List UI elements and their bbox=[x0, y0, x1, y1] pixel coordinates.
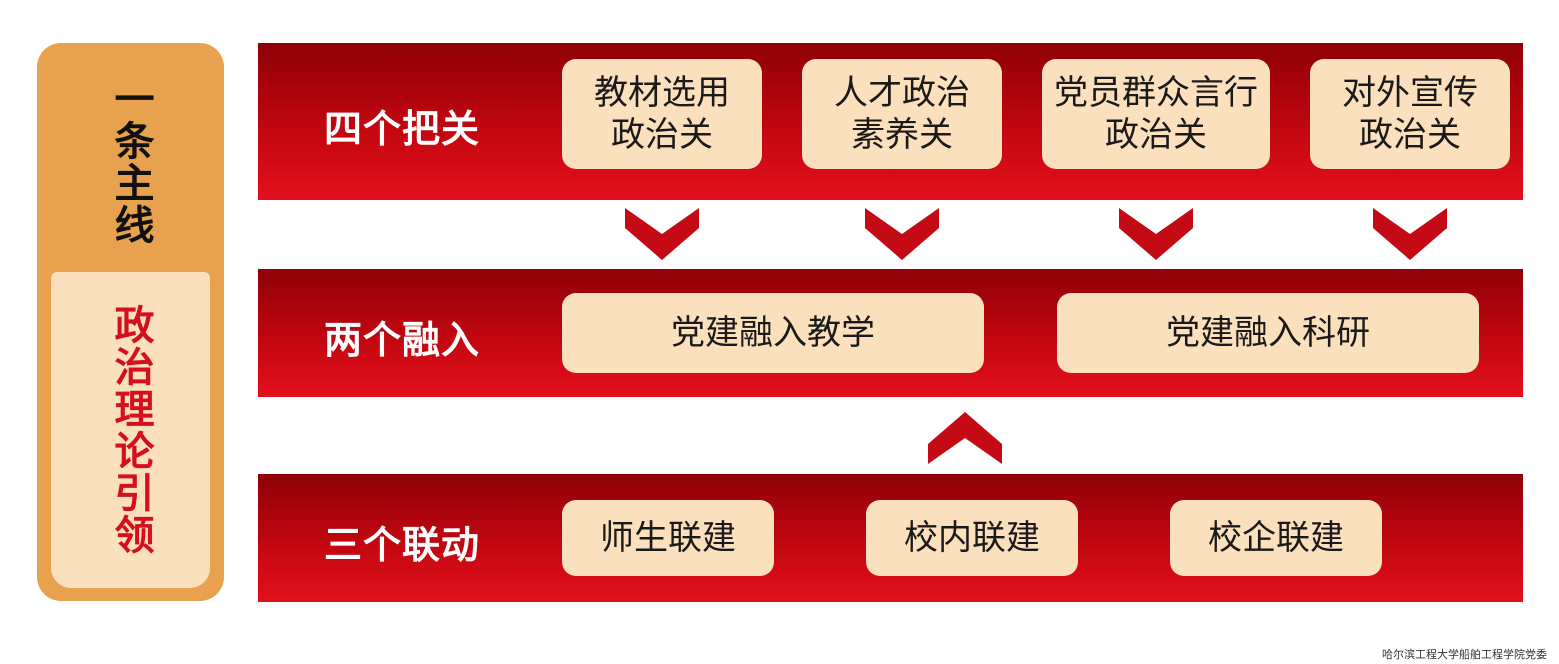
band-three-linkages-label: 三个联动 bbox=[324, 523, 481, 567]
check-item-4-line1: 对外宣传 bbox=[1342, 73, 1478, 113]
check-item-4-line2: 政治关 bbox=[1359, 115, 1461, 155]
check-item-3-line2: 政治关 bbox=[1105, 115, 1207, 155]
chevron-down-icon bbox=[865, 208, 939, 260]
linkage-item-1-text: 师生联建 bbox=[600, 518, 736, 558]
linkage-item-3: 校企联建 bbox=[1170, 500, 1382, 576]
integration-item-1-text: 党建融入教学 bbox=[671, 313, 875, 353]
linkage-item-2-text: 校内联建 bbox=[904, 518, 1040, 558]
chevron-down-icon bbox=[1373, 208, 1447, 260]
integration-item-2: 党建融入科研 bbox=[1057, 293, 1479, 373]
linkage-item-1: 师生联建 bbox=[562, 500, 774, 576]
band-three-linkages: 三个联动 师生联建 校内联建 校企联建 bbox=[258, 474, 1523, 602]
main-line-subtitle: 政治理论引领 bbox=[107, 304, 154, 556]
check-item-1-line1: 教材选用 bbox=[594, 73, 730, 113]
chevron-down-icon bbox=[1119, 208, 1193, 260]
chevron-down-icon bbox=[625, 208, 699, 260]
chevron-up-icon bbox=[928, 412, 1002, 464]
integration-item-2-text: 党建融入科研 bbox=[1166, 313, 1370, 353]
main-line-title: 一条主线 bbox=[107, 78, 154, 246]
band-four-checks: 四个把关 教材选用 政治关 人才政治 素养关 党员群众言行 政治关 对外宣传 政… bbox=[258, 43, 1523, 200]
check-item-4: 对外宣传 政治关 bbox=[1310, 59, 1510, 169]
linkage-item-2: 校内联建 bbox=[866, 500, 1078, 576]
check-item-2-line2: 素养关 bbox=[851, 115, 953, 155]
band-two-integrations-label: 两个融入 bbox=[324, 318, 481, 362]
check-item-3: 党员群众言行 政治关 bbox=[1042, 59, 1270, 169]
linkage-item-3-text: 校企联建 bbox=[1208, 518, 1344, 558]
main-line-subtitle-box: 政治理论引领 bbox=[51, 272, 210, 588]
check-item-1: 教材选用 政治关 bbox=[562, 59, 762, 169]
check-item-2-line1: 人才政治 bbox=[834, 73, 970, 113]
main-line-panel: 一条主线 政治理论引领 bbox=[37, 43, 224, 601]
band-two-integrations: 两个融入 党建融入教学 党建融入科研 bbox=[258, 269, 1523, 397]
footer-org: 哈尔滨工程大学船舶工程学院党委 bbox=[1382, 648, 1547, 661]
band-four-checks-label: 四个把关 bbox=[324, 107, 481, 151]
check-item-1-line2: 政治关 bbox=[611, 115, 713, 155]
check-item-2: 人才政治 素养关 bbox=[802, 59, 1002, 169]
check-item-3-line1: 党员群众言行 bbox=[1054, 73, 1258, 113]
integration-item-1: 党建融入教学 bbox=[562, 293, 984, 373]
